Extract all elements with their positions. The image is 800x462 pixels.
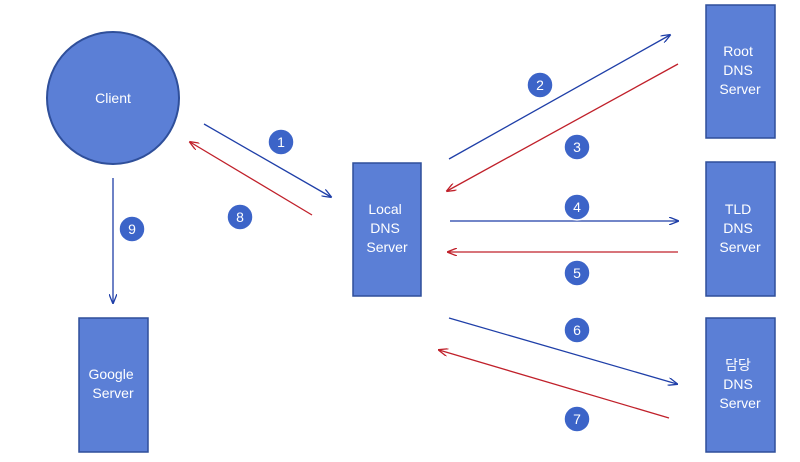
step-number-5: 5 (573, 265, 581, 281)
step-number-7: 7 (573, 411, 581, 427)
step-badge-3: 3 (563, 133, 591, 161)
authoritative-dns-server-node: 담당 DNS Server (705, 317, 776, 453)
authoritative-dns-server-label: 담당 DNS Server (719, 357, 761, 411)
step-badge-1: 1 (267, 128, 295, 156)
arrow-step-6 (448, 317, 677, 384)
step-badge-5: 5 (563, 259, 591, 287)
client-label: Client (95, 90, 131, 106)
step-number-6: 6 (573, 322, 581, 338)
local-dns-server-node: Local DNS Server (352, 162, 422, 297)
authoritative-dns-server-shape (705, 317, 776, 453)
client-node: Client (46, 31, 180, 165)
arrow-step-7 (439, 350, 670, 419)
step-badge-8: 8 (226, 203, 254, 231)
google-server-shape (78, 317, 149, 453)
step-number-8: 8 (236, 209, 244, 225)
step-number-3: 3 (573, 139, 581, 155)
step-number-4: 4 (573, 199, 581, 215)
google-server-node: Google Server (78, 317, 149, 453)
google-server-label: Google Server (88, 366, 137, 401)
root-dns-server-shape (705, 4, 776, 139)
step-number-1: 1 (277, 134, 285, 150)
step-number-9: 9 (128, 221, 136, 237)
step-badge-2: 2 (526, 71, 554, 99)
step-badge-7: 7 (563, 405, 591, 433)
step-number-2: 2 (536, 77, 544, 93)
arrow-step-2 (448, 35, 670, 160)
tld-dns-server-node: TLD DNS Server (705, 161, 776, 297)
client-shape (46, 31, 180, 165)
step-badge-6: 6 (563, 316, 591, 344)
local-dns-server-shape (352, 162, 422, 297)
tld-dns-server-shape (705, 161, 776, 297)
arrow-step-3 (447, 63, 679, 191)
tld-dns-server-label: TLD DNS Server (719, 201, 761, 255)
step-badge-9: 9 (118, 215, 146, 243)
arrow-step-1 (203, 123, 331, 197)
arrow-step-8 (190, 142, 313, 216)
root-dns-server-node: Root DNS Server (705, 4, 776, 139)
step-badge-4: 4 (563, 193, 591, 221)
local-dns-server-label: Local DNS Server (366, 201, 408, 255)
root-dns-server-label: Root DNS Server (719, 43, 761, 97)
